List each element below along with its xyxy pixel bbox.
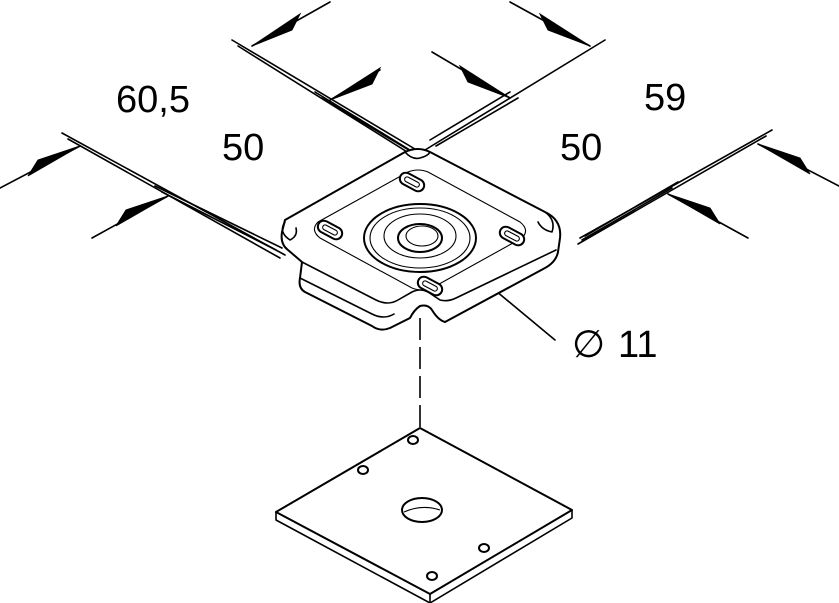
clamp-plate-front-edge-2 <box>299 277 395 318</box>
dim-label-inner-left: 50 <box>222 127 264 169</box>
dim-label-overall-right: 59 <box>644 77 686 119</box>
dim-line-top-right-outer <box>424 39 606 151</box>
clamp-plate-slots <box>316 171 526 297</box>
clamp-plate-center-hole <box>363 203 477 273</box>
arrowhead-right-inner <box>667 193 721 225</box>
dim-line-left-inner-2 <box>161 191 277 251</box>
dim-label-overall-left: 60,5 <box>116 79 190 121</box>
base-plate-center-hole <box>401 497 443 523</box>
arrowhead-top-left <box>251 12 302 47</box>
dim-label-inner-right: 50 <box>560 127 602 169</box>
dim-line-right-inner <box>584 181 679 237</box>
dim-line-top-left-inner-2 <box>321 97 413 153</box>
dim-line-right-outer-2 <box>577 135 767 245</box>
arrowhead-mid-left <box>329 66 382 101</box>
arrowhead-right-outer <box>757 143 811 175</box>
dim-line-top-right-inner-2 <box>435 97 519 147</box>
arrowhead-top-right <box>538 12 591 47</box>
dim-label-hole-diameter-symbol: ∅ <box>572 324 605 366</box>
base-plate-hole-right <box>478 543 490 553</box>
dim-line-right-inner-2 <box>581 187 673 241</box>
arrowheads <box>27 12 811 227</box>
base-plate-edge <box>275 509 573 603</box>
clamp-plate-right-curl <box>537 211 554 233</box>
dim-line-left-inner <box>154 185 283 249</box>
base-plate-hole-top <box>407 435 419 445</box>
dim-line-left-outer <box>61 132 286 256</box>
clamp-plate-top-notch <box>404 151 431 160</box>
clamp-plate-left-curl <box>281 221 298 241</box>
arrowhead-mid-right <box>458 64 511 99</box>
base-plate <box>275 427 573 603</box>
clamp-plate <box>280 148 562 331</box>
dim-label-hole-diameter-value: 11 <box>618 324 657 366</box>
dim-line-top-right-inner <box>429 91 511 141</box>
arrowhead-left-inner <box>115 195 169 227</box>
arrowhead-left-outer <box>27 145 81 177</box>
base-plate-hole-bottom <box>426 571 438 581</box>
base-plate-hole-left <box>357 465 369 475</box>
